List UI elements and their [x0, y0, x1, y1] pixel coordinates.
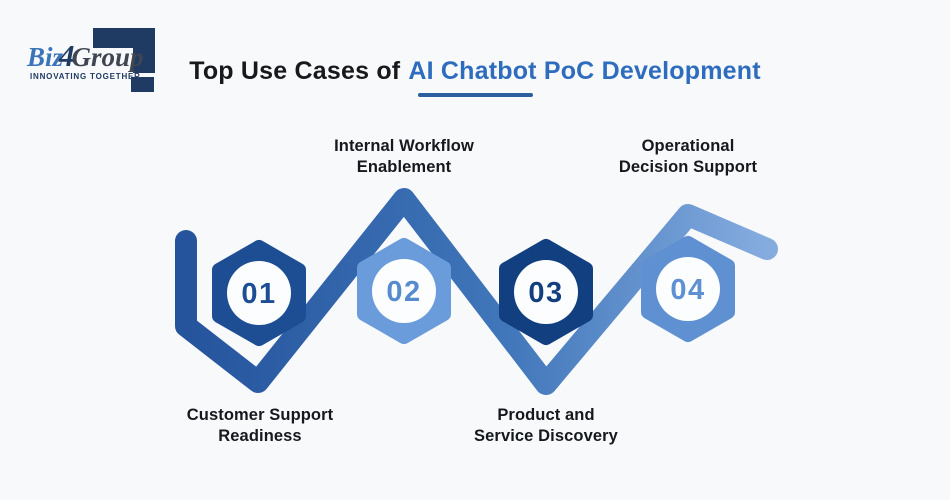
step-label-line: Enablement — [356, 158, 452, 177]
step-label-customer-support: Customer Support Readiness — [135, 405, 385, 447]
step-circle-03 — [514, 260, 578, 324]
step-label-line: Product and — [497, 406, 595, 424]
step-label-line: Operational — [641, 137, 735, 155]
title-highlight: AI Chatbot PoC Development — [408, 57, 761, 85]
title-prefix: Top Use Cases of — [189, 57, 401, 85]
brand-part-4: 4 — [59, 38, 75, 73]
brand-part-group: Group — [71, 42, 144, 72]
step-label-line: Service Discovery — [474, 427, 618, 446]
brand-part-biz: Biz — [27, 42, 64, 72]
step-label-line: Internal Workflow — [334, 137, 474, 155]
step-label-internal-workflow: Internal Workflow Enablement — [279, 136, 529, 178]
step-circle-01 — [227, 261, 291, 325]
step-number-01: 01 — [241, 278, 276, 310]
brand-name: Biz4Group — [27, 38, 144, 74]
title-underline — [417, 93, 533, 97]
step-number-04: 04 — [670, 274, 705, 306]
step-circle-04 — [656, 257, 720, 321]
zigzag-connector-path — [175, 188, 778, 395]
brand-logo: Biz4Group INNOVATING TOGETHER — [25, 16, 170, 94]
step-label-line: Readiness — [218, 427, 302, 446]
logo-bracket-icon — [93, 28, 155, 92]
step-label-product-discovery: Product and Service Discovery — [421, 405, 671, 447]
step-hexagon-01: 01 — [212, 240, 306, 346]
step-hexagon-02: 02 — [357, 238, 451, 344]
step-label-line: Customer Support — [186, 406, 334, 424]
step-hexagon-04: 04 — [641, 236, 735, 342]
step-label-line: Decision Support — [618, 158, 758, 177]
brand-tagline: INNOVATING TOGETHER — [30, 72, 141, 81]
step-circle-02 — [372, 259, 436, 323]
step-hexagon-03: 03 — [499, 239, 593, 345]
step-number-02: 02 — [386, 276, 421, 308]
step-label-operational-decision: Operational Decision Support — [563, 136, 813, 178]
step-number-03: 03 — [528, 277, 563, 309]
